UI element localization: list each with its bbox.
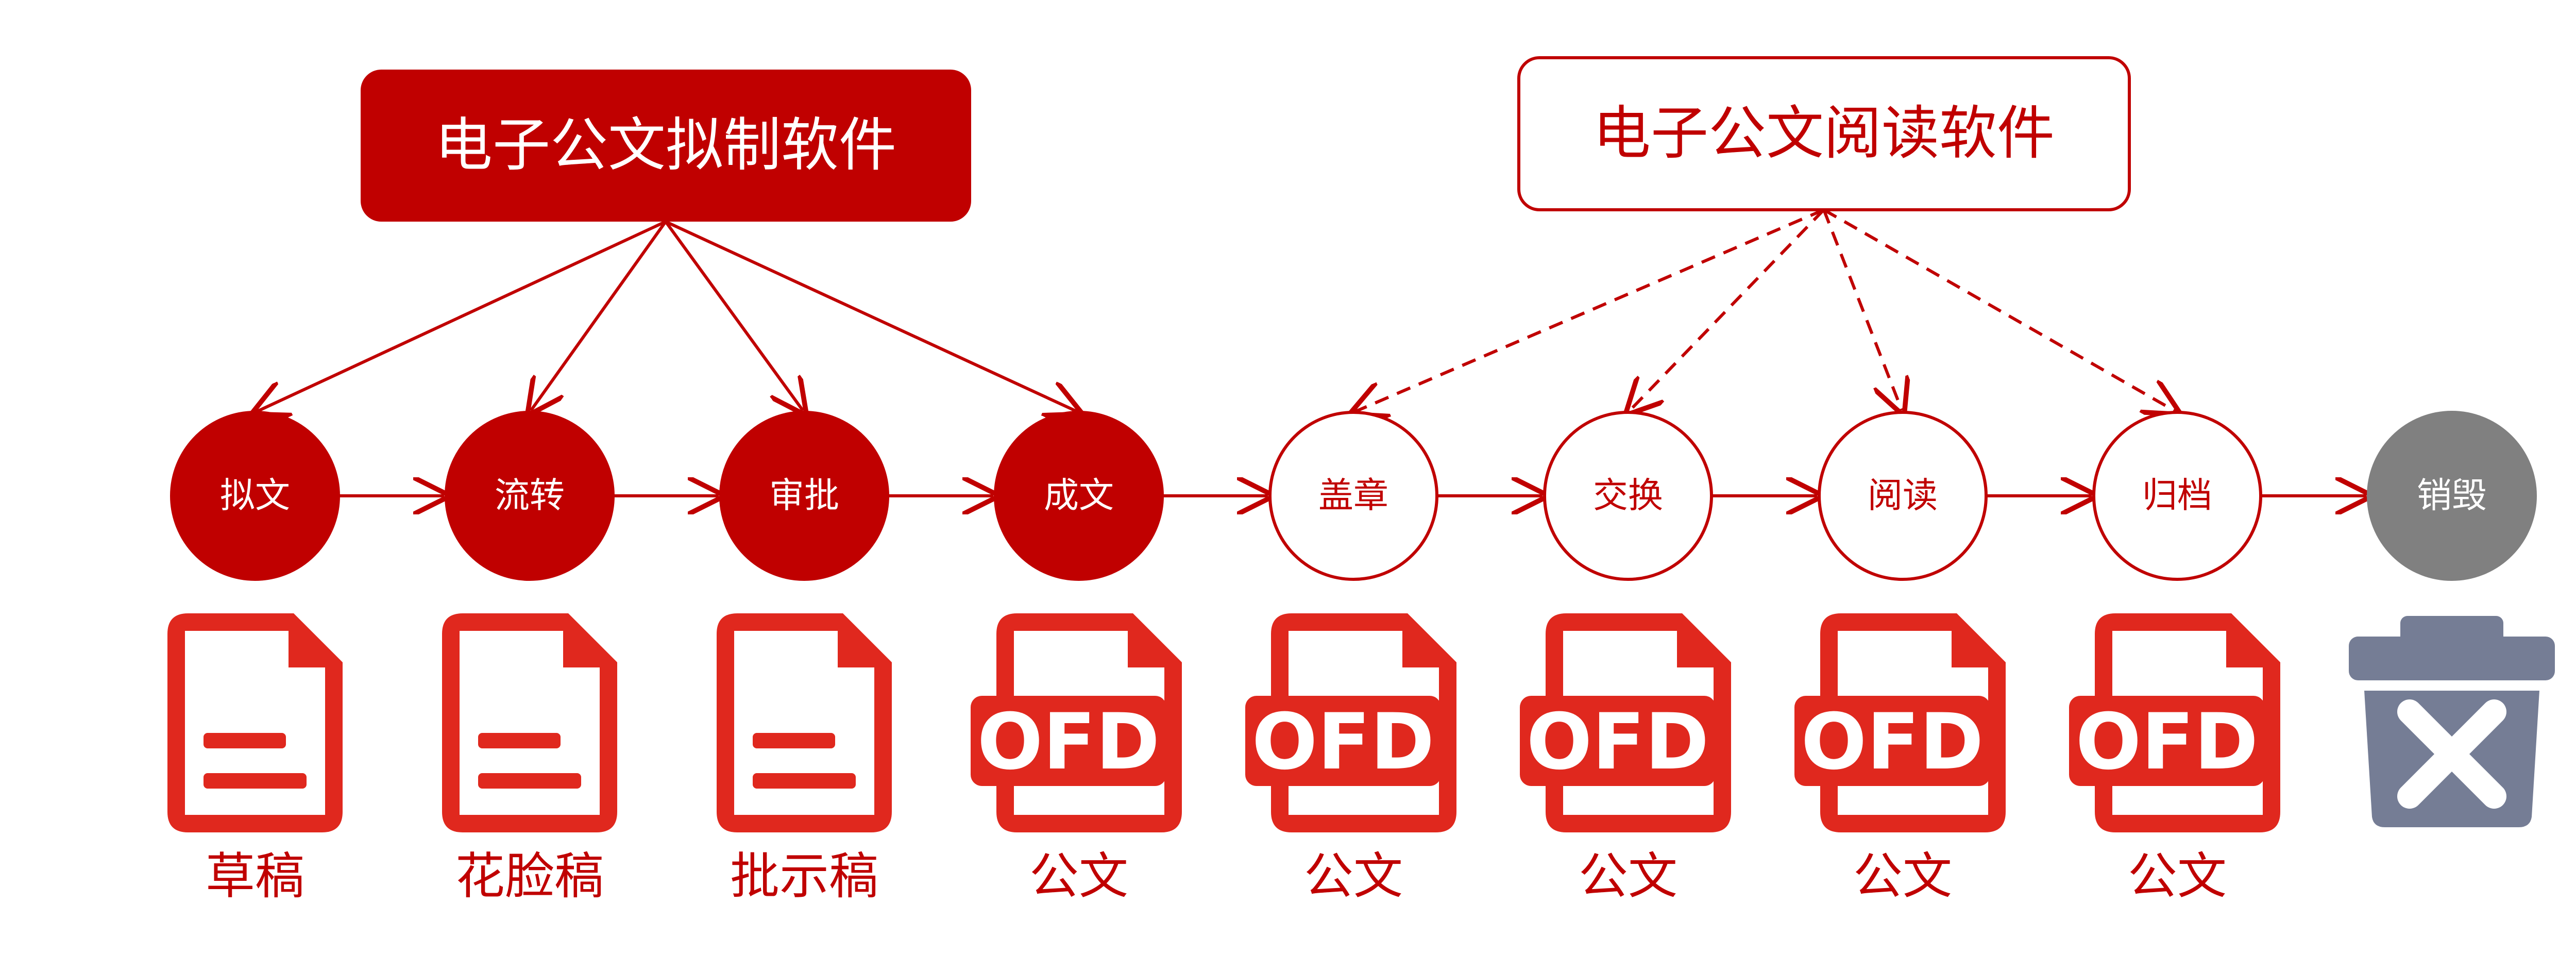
step-circle (1818, 411, 1988, 581)
step-circle (445, 411, 615, 581)
step-node-8: 销毁 (2367, 411, 2537, 581)
document-label-7: 公文 (2128, 847, 2227, 905)
ofd-text: OFD (2076, 697, 2259, 787)
step-label: 拟文 (220, 476, 290, 516)
document-label-6: 公文 (1853, 847, 1952, 905)
step-label: 盖章 (1318, 476, 1388, 516)
reading-software-label: 电子公文阅读软件 (1593, 100, 2055, 167)
ofd-text: OFD (1252, 697, 1435, 787)
step-label: 审批 (769, 476, 839, 516)
edge-drafting-to-step-3 (665, 220, 1077, 411)
step-label: 归档 (2142, 476, 2212, 516)
draft-document-icon (167, 613, 343, 832)
ofd-text: OFD (1527, 697, 1709, 787)
step-label: 成文 (1044, 476, 1114, 516)
ofd-document-icon: OFD (1520, 613, 1731, 832)
step-circle (719, 411, 889, 581)
edge-reading-to-step-6 (1822, 209, 1902, 410)
step-circle (170, 411, 340, 581)
draft-document-icon (717, 613, 892, 832)
document-label-1: 花脸稿 (455, 847, 604, 905)
step-circle (1543, 411, 1713, 581)
step-label: 交换 (1593, 476, 1663, 516)
step-node-4: 盖章 (1268, 411, 1438, 581)
edge-drafting-to-step-0 (257, 220, 667, 411)
step-node-1: 流转 (445, 411, 615, 581)
step-node-5: 交换 (1543, 411, 1713, 581)
ofd-document-icon: OFD (971, 613, 1182, 832)
document-label-4: 公文 (1304, 847, 1403, 905)
ofd-text: OFD (977, 697, 1160, 787)
step-circle (1268, 411, 1438, 581)
step-node-6: 阅读 (1818, 411, 1988, 581)
edges-layer (257, 208, 2366, 496)
drafting-software-box: 电子公文拟制软件 (361, 70, 971, 222)
document-label-0: 草稿 (206, 847, 304, 905)
step-label: 阅读 (1868, 476, 1938, 516)
trash-delete-icon (2349, 616, 2555, 827)
step-circle (2092, 411, 2262, 581)
reading-software-box: 电子公文阅读软件 (1517, 56, 2131, 211)
icons-layer: 草稿 花脸稿 批示稿 OFD 公文 OFD 公文 OFD 公文 OFD 公文 OFD 公文 (167, 613, 2555, 905)
drafting-software-label: 电子公文拟制软件 (435, 112, 896, 179)
step-circle (2367, 411, 2537, 581)
step-label: 销毁 (2417, 476, 2487, 516)
ofd-document-icon: OFD (1245, 613, 1456, 832)
document-label-3: 公文 (1029, 847, 1128, 905)
draft-document-icon (442, 613, 617, 832)
step-label: 流转 (495, 476, 565, 516)
ofd-document-icon: OFD (1794, 613, 2006, 832)
ofd-document-icon: OFD (2069, 613, 2280, 832)
document-label-5: 公文 (1579, 847, 1677, 905)
step-node-7: 归档 (2092, 411, 2262, 581)
steps-layer: 拟文 流转 审批 成文 盖章 交换 阅读 归档 销毁 (170, 411, 2537, 581)
step-node-3: 成文 (994, 411, 1164, 581)
edge-drafting-to-step-2 (664, 221, 803, 411)
step-node-0: 拟文 (170, 411, 340, 581)
edge-drafting-to-step-1 (531, 221, 667, 411)
step-node-2: 审批 (719, 411, 889, 581)
step-circle (994, 411, 1164, 581)
ofd-text: OFD (1801, 697, 1984, 787)
edge-reading-to-step-4 (1355, 208, 1825, 411)
document-label-2: 批示稿 (730, 847, 878, 905)
edge-reading-to-step-7 (1823, 208, 2176, 411)
edge-reading-to-step-5 (1630, 208, 1825, 411)
